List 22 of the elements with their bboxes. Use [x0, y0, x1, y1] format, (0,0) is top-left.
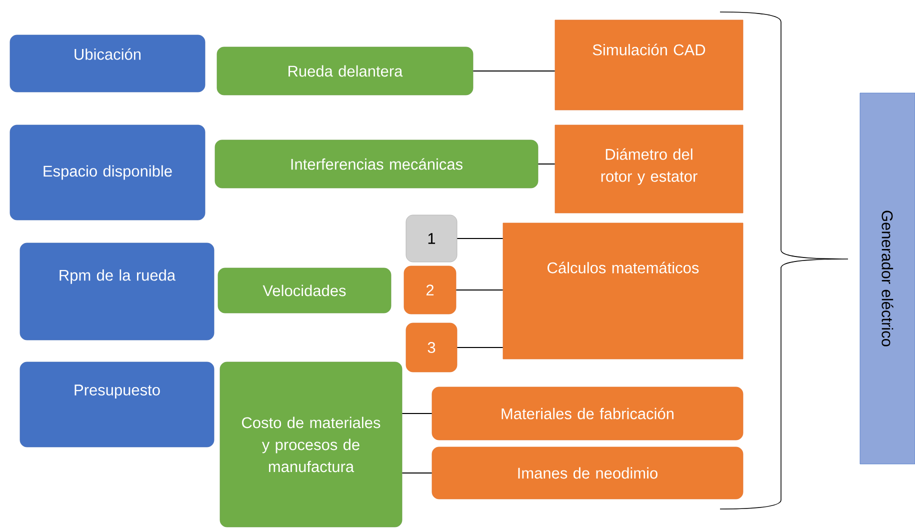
- category-box: Espacio disponible: [10, 124, 206, 220]
- factor-box: Velocidades: [218, 268, 392, 314]
- connector-line: [402, 472, 432, 474]
- number-badge: 3: [406, 322, 458, 372]
- method-box: Cálculos matemáticos: [502, 222, 744, 360]
- method-box: Materiales de fabricación: [432, 386, 744, 440]
- factor-box: Rueda delantera: [216, 46, 474, 96]
- category-box: Ubicación: [10, 34, 206, 92]
- method-box: Simulación CAD: [554, 20, 744, 110]
- method-box: Imanes de neodimio: [432, 446, 744, 500]
- method-box: Diámetro del rotor y estator: [554, 124, 744, 214]
- connector-line: [402, 413, 432, 414]
- category-box: Presupuesto: [20, 362, 214, 448]
- connector-line: [456, 347, 504, 348]
- result-box: Generador eléctrico: [860, 92, 915, 464]
- number-badge: 1: [406, 214, 458, 262]
- number-badge: 2: [404, 266, 456, 314]
- factor-box: Costo de materiales y procesos de manufactura: [220, 362, 402, 528]
- connector-line: [472, 70, 556, 72]
- connector-line: [456, 238, 504, 239]
- category-box: Rpm de la rueda: [20, 242, 214, 340]
- factor-box: Interferencias mecánicas: [214, 140, 538, 188]
